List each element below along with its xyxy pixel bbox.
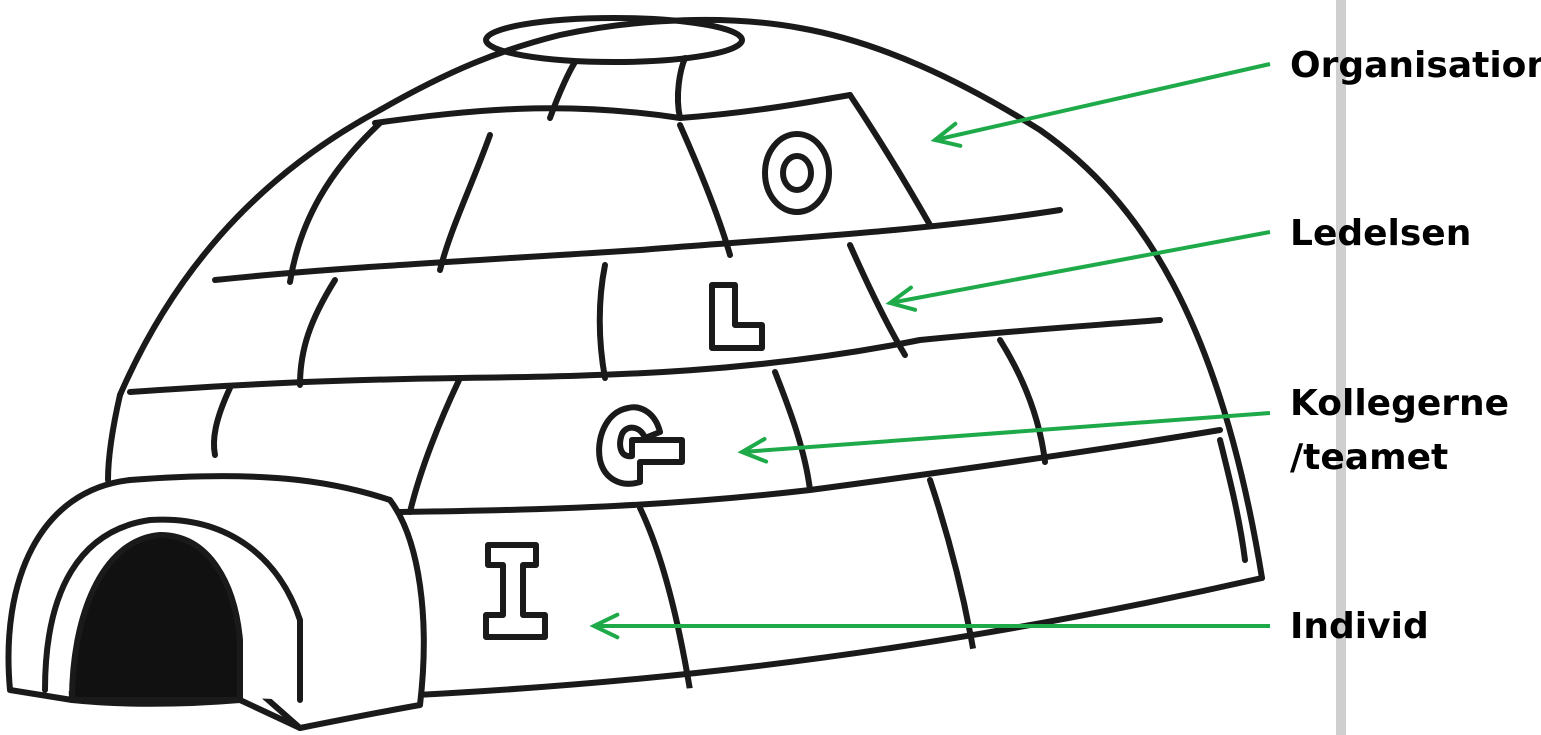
letter-i-block bbox=[486, 545, 545, 637]
letter-o-block bbox=[765, 134, 829, 212]
joint bbox=[775, 372, 810, 490]
joint bbox=[290, 123, 380, 282]
label-individ: Individ bbox=[1290, 603, 1429, 651]
joint bbox=[640, 508, 690, 690]
joint bbox=[600, 265, 605, 378]
joint bbox=[680, 125, 730, 255]
arrow-organisation-line bbox=[935, 64, 1270, 140]
course-line-3 bbox=[130, 320, 1160, 392]
joint bbox=[410, 378, 460, 512]
arrow-organisation bbox=[935, 64, 1270, 146]
igloo-base-line bbox=[300, 578, 1262, 700]
label-teamet: /teamet bbox=[1290, 434, 1448, 482]
letter-l-block bbox=[712, 285, 762, 348]
joint bbox=[1220, 440, 1245, 560]
arrow-ledelsen bbox=[890, 232, 1270, 310]
course-line-4 bbox=[400, 430, 1220, 512]
label-ledelsen: Ledelsen bbox=[1290, 210, 1471, 258]
label-kollegerne: Kollegerne bbox=[1290, 380, 1509, 428]
course-line-2 bbox=[215, 210, 1060, 280]
joint bbox=[214, 388, 230, 455]
joint bbox=[850, 95, 930, 225]
label-organisation: Organisation bbox=[1290, 42, 1541, 90]
arrow-individ bbox=[594, 615, 1270, 638]
letter-g-block bbox=[599, 407, 682, 483]
joint bbox=[1000, 340, 1045, 462]
course-line-1 bbox=[375, 95, 850, 123]
arrow-ledelsen-line bbox=[890, 232, 1270, 303]
igloo bbox=[9, 18, 1263, 728]
igloo-left-side bbox=[108, 395, 120, 480]
arrows bbox=[594, 64, 1270, 637]
joint bbox=[678, 58, 685, 118]
joint bbox=[440, 135, 490, 270]
joint bbox=[930, 480, 975, 660]
joint bbox=[300, 280, 335, 385]
entrance-step bbox=[72, 700, 300, 728]
